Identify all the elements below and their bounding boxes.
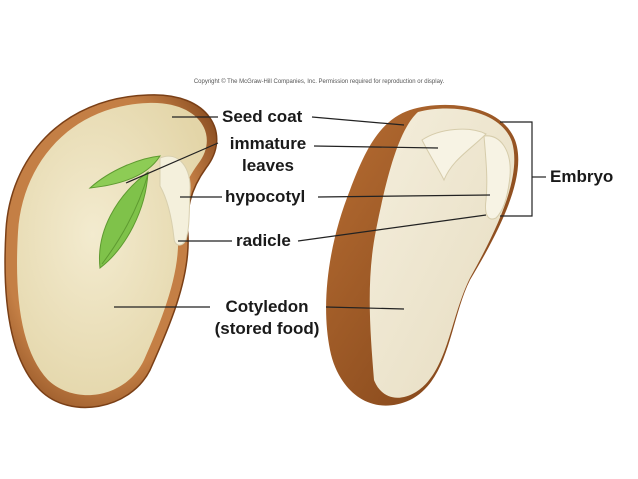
right-cotyledon bbox=[369, 108, 515, 398]
label-radicle: radicle bbox=[236, 231, 291, 250]
leader-leaves-left bbox=[125, 142, 219, 184]
left-hypocotyl bbox=[159, 155, 191, 246]
leader-seed-coat-right bbox=[311, 116, 405, 126]
leader-lines bbox=[114, 116, 546, 310]
right-embryo-axis bbox=[483, 135, 511, 220]
right-embryo-leaves bbox=[421, 128, 487, 182]
left-seed bbox=[4, 94, 218, 409]
label-seed-coat: Seed coat bbox=[222, 107, 303, 126]
label-cotyledon-line1: Cotyledon bbox=[225, 297, 309, 316]
left-immature-leaf-upper bbox=[88, 155, 161, 189]
leader-radicle-right bbox=[297, 214, 487, 242]
copyright-notice: Copyright © The McGraw-Hill Companies, I… bbox=[193, 79, 445, 85]
label-immature-leaves-line1: immature bbox=[229, 134, 307, 153]
embryo-bracket bbox=[500, 121, 533, 217]
leader-cotyledon-right bbox=[325, 306, 405, 310]
right-seed bbox=[326, 104, 519, 406]
leader-leaves-right bbox=[313, 145, 439, 149]
label-embryo: Embryo bbox=[550, 167, 614, 186]
leader-hypocotyl-right bbox=[317, 194, 491, 198]
left-immature-leaf-lower bbox=[98, 170, 149, 269]
label-cotyledon-line2: (stored food) bbox=[214, 319, 320, 338]
label-immature-leaves-line2: leaves bbox=[242, 156, 294, 175]
label-hypocotyl: hypocotyl bbox=[225, 187, 306, 206]
